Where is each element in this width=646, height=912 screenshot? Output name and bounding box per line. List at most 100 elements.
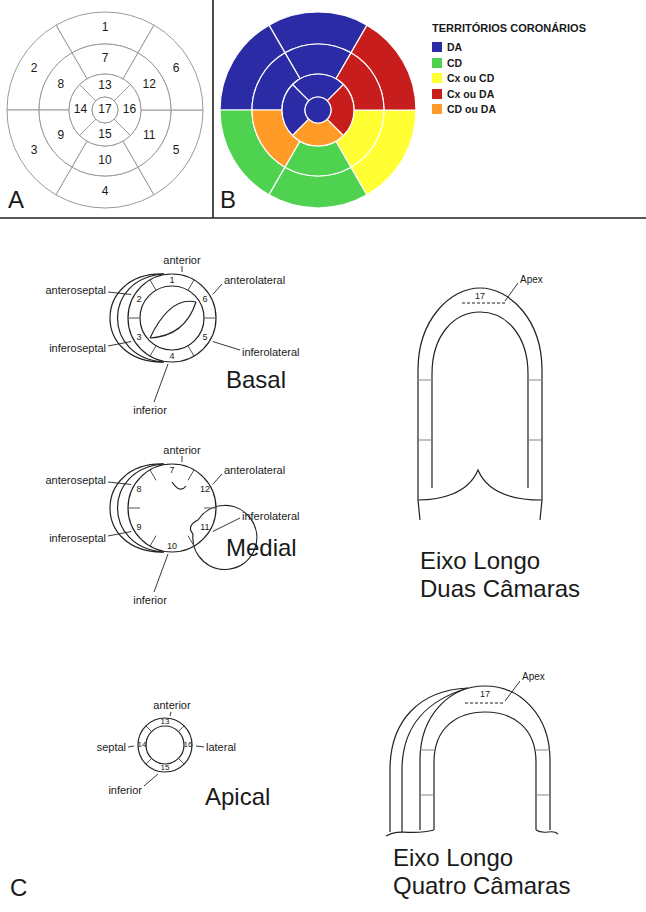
medial-slice — [128, 464, 216, 552]
panel-letter: A — [8, 186, 24, 214]
legend-swatch — [432, 58, 442, 68]
slice-name: Basal — [226, 366, 286, 394]
basal-slice — [110, 274, 216, 362]
legend-text: DA — [447, 41, 462, 53]
segment-tick — [204, 508, 216, 509]
segment-tick — [128, 318, 140, 319]
legend-entry: Cx ou CD — [432, 72, 496, 84]
legend-swatch — [432, 73, 442, 83]
segment-number: 13 — [98, 79, 111, 93]
apex-label: Apex — [520, 274, 543, 286]
segment-number: 17 — [98, 103, 111, 117]
four-chamber-view — [420, 750, 550, 795]
legend-text: CD ou DA — [447, 103, 496, 115]
leader-line — [128, 746, 134, 747]
segment-number: 6 — [202, 294, 207, 304]
segment-number: 17 — [480, 689, 490, 699]
segment-number: 15 — [98, 128, 111, 142]
leader-line — [213, 342, 240, 351]
legend-entry: Cx ou DA — [432, 88, 496, 100]
legend-entry: DA — [432, 41, 496, 53]
two-chamber-view — [418, 288, 542, 500]
basal-slice — [110, 274, 164, 362]
segment-number: 4 — [102, 185, 109, 199]
segment-number: 1 — [102, 21, 109, 35]
apical-slice — [138, 718, 192, 772]
legend-text: Cx ou DA — [447, 88, 494, 100]
wall-name: inferoseptal — [49, 532, 106, 545]
leader-line — [108, 292, 131, 295]
basal-slice — [150, 301, 196, 338]
segment-number: 16 — [123, 103, 136, 117]
panel-letter: B — [220, 186, 236, 214]
legend: DA CD Cx ou CD Cx ou DA CD ou DA — [432, 41, 496, 115]
legend-text: CD — [447, 57, 462, 69]
four-chamber-view — [434, 712, 536, 830]
leader-line — [108, 266, 520, 786]
wall-name: inferolateral — [242, 346, 299, 359]
segment-number: 5 — [202, 332, 207, 342]
segment-number: 1 — [169, 275, 174, 285]
segment-number: 2 — [31, 62, 38, 76]
leader-line — [108, 342, 131, 347]
leader-line — [182, 456, 183, 462]
basal-slice — [128, 274, 216, 362]
leader-line — [213, 518, 240, 532]
segment-tick — [146, 726, 152, 732]
segment-number: 13 — [161, 717, 170, 726]
segment-number: 4 — [169, 351, 174, 361]
segment-number: 3 — [137, 332, 142, 342]
segment-tick — [204, 318, 216, 319]
wall-name: inferior — [108, 784, 142, 797]
medial-slice — [110, 464, 164, 552]
leader-line — [154, 364, 168, 402]
leader-line — [154, 554, 168, 592]
panel-divider — [0, 0, 646, 218]
two-chamber-view — [418, 288, 542, 520]
wall-name: inferior — [133, 594, 167, 607]
segment-number: 14 — [74, 103, 87, 117]
legend-entry: CD ou DA — [432, 103, 496, 115]
apical-slice — [138, 718, 192, 772]
segment-tick — [188, 346, 194, 356]
wall-name: anterolateral — [224, 464, 285, 477]
segment-tick — [178, 726, 184, 732]
segment-tick — [146, 758, 152, 764]
legend-entry: CD — [432, 57, 496, 69]
segment-number: 17 — [475, 291, 485, 301]
segment-tick — [150, 536, 156, 546]
two-chamber-view — [418, 470, 542, 500]
segment-number: 7 — [102, 52, 109, 66]
segment-number: 10 — [167, 541, 177, 551]
leader-line — [213, 284, 222, 295]
legend-title: TERRITÓRIOS CORONÁRIOS — [432, 22, 586, 35]
basal-slice — [118, 274, 165, 362]
wall-name: inferior — [133, 404, 167, 417]
slice-name: Medial — [226, 534, 297, 562]
segment-number: 5 — [173, 144, 180, 158]
segment-number: 16 — [184, 740, 193, 749]
segment-tick — [150, 470, 156, 480]
two-chamber-view — [432, 312, 528, 488]
leader-line — [108, 482, 131, 485]
bullseye-territories — [220, 12, 416, 208]
segment-tick — [178, 758, 184, 764]
segment — [92, 97, 118, 123]
four-chamber-view — [402, 688, 468, 832]
basal-slice — [140, 286, 204, 350]
wall-name: anteroseptal — [45, 284, 106, 297]
leader-line — [182, 266, 183, 272]
wall-name: anteroseptal — [45, 474, 106, 487]
segment-tick — [188, 470, 194, 480]
segment-number: 9 — [57, 129, 64, 143]
segment-number: 12 — [142, 78, 155, 92]
medial-slice — [190, 520, 198, 534]
segment-number: 2 — [137, 294, 142, 304]
segment-number: 6 — [173, 62, 180, 76]
two-chamber-view — [462, 302, 505, 303]
apical-slice — [146, 726, 184, 764]
leader-line — [170, 712, 171, 716]
legend-text: Cx ou CD — [447, 72, 494, 84]
two-chamber-view — [418, 500, 542, 520]
